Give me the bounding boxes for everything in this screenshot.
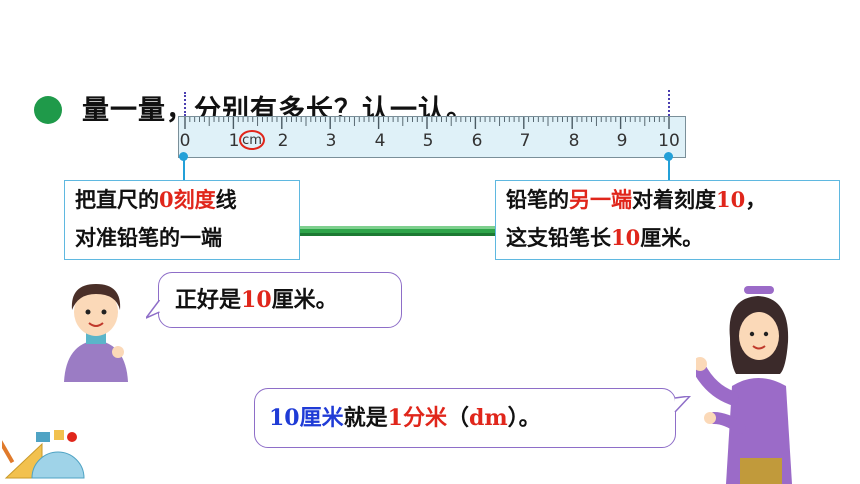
callout-text: ， — [745, 187, 767, 212]
ruler-number: 9 — [616, 131, 628, 151]
math-tools-decoration — [2, 430, 85, 479]
bubble-text: ）。 — [507, 405, 541, 431]
unit-highlight-circle — [239, 130, 265, 150]
ruler-number: 4 — [374, 131, 386, 151]
boy-illustration — [64, 284, 128, 382]
connector-left — [183, 158, 185, 180]
callout-text: 对着刻度 — [632, 187, 716, 212]
callout-right-line1: 铅笔的另一端对着刻度10， — [506, 181, 829, 219]
callout-text: 厘米。 — [640, 225, 704, 250]
callout-text: 这支铅笔长 — [506, 225, 611, 250]
ruler-number: 8 — [568, 131, 580, 151]
callout-left-line2: 对准铅笔的一端 — [75, 225, 222, 250]
zero-guide-line — [184, 92, 186, 116]
boy-bubble-tail — [146, 300, 161, 319]
ruler-number: 1 — [228, 131, 240, 151]
connector-left-dot — [179, 152, 188, 161]
teacher-illustration — [696, 286, 792, 484]
callout-highlight: 10 — [716, 187, 746, 212]
callout-highlight: 另一端 — [569, 187, 632, 212]
ruler-number: 10 — [658, 131, 680, 151]
bubble-highlight: dm — [468, 405, 508, 431]
ruler-number: 5 — [422, 131, 434, 151]
callout-zero-mark: 把直尺的0刻度线 对准铅笔的一端 — [64, 180, 300, 260]
bullet-dot — [34, 96, 62, 124]
bubble-text: 就是 — [343, 405, 388, 431]
bubble-text: 厘米。 — [271, 287, 338, 313]
boy-speech-bubble: 正好是10厘米。 — [158, 272, 402, 328]
callout-text: 铅笔的 — [506, 187, 569, 212]
callout-highlight: 0刻度 — [159, 187, 216, 212]
ruler-ticks — [184, 117, 670, 129]
teacher-bubble-tail — [674, 396, 692, 413]
ruler-number: 2 — [277, 131, 289, 151]
bubble-highlight: 10 — [241, 287, 272, 313]
bubble-text: （ — [446, 405, 469, 431]
callout-left-line1: 把直尺的0刻度线 — [75, 181, 289, 219]
ruler: 0 1 2 3 4 5 6 7 8 9 10 cm — [178, 116, 686, 158]
ruler-number: 7 — [519, 131, 531, 151]
ten-guide-line — [668, 90, 670, 116]
callout-right-line2: 这支铅笔长10厘米。 — [506, 219, 829, 257]
bubble-highlight: 1分米 — [387, 405, 447, 431]
callout-text: 线 — [215, 187, 237, 212]
bubble-highlight-blue: 10厘米 — [269, 405, 344, 431]
callout-other-end: 铅笔的另一端对着刻度10， 这支铅笔长10厘米。 — [495, 180, 840, 260]
bubble-text: 正好是 — [175, 287, 242, 313]
ruler-number: 3 — [325, 131, 337, 151]
callout-highlight: 10 — [611, 225, 641, 250]
ruler-number: 0 — [179, 131, 191, 151]
connector-right — [668, 158, 670, 180]
connector-right-dot — [664, 152, 673, 161]
ruler-number: 6 — [471, 131, 483, 151]
callout-text: 把直尺的 — [75, 187, 159, 212]
teacher-speech-bubble: 10厘米就是1分米（dm）。 — [254, 388, 676, 448]
